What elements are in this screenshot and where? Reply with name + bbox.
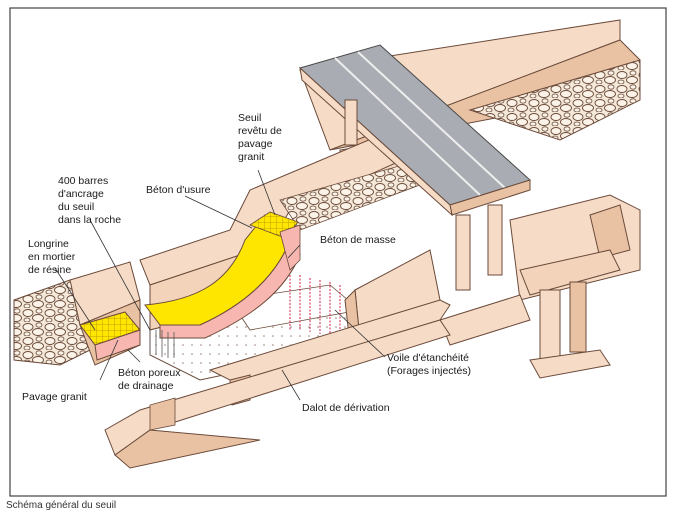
labels: Seuil revêtu de pavage granit 400 barres… (22, 112, 471, 414)
outlet-structure (509, 194, 641, 379)
label-pavage-granit: Pavage granit (22, 391, 87, 403)
label-beton-poreux-1: Béton poreux (118, 367, 181, 379)
picture-border (9, 7, 667, 497)
label-voile-2: (Forages injectés) (387, 365, 471, 377)
granite-paving-block (79, 311, 141, 361)
figure-caption: Schéma général du seuil (6, 500, 117, 511)
left-rock-bank (13, 279, 111, 366)
label-voile-1: Voile d'étanchéité (387, 352, 469, 364)
label-dalot: Dalot de dérivation (302, 402, 390, 414)
label-beton-poreux-2: de drainage (118, 380, 174, 392)
label-beton-masse: Béton de masse (320, 234, 396, 246)
label-barres-1: 400 barres (58, 175, 108, 187)
label-seuil-1: Seuil (238, 112, 261, 124)
label-barres-2: d'ancrage (58, 188, 104, 200)
label-longrine-2: en mortier (28, 251, 76, 263)
label-barres-3: du seuil (58, 201, 94, 213)
label-beton-usure: Béton d'usure (146, 184, 211, 196)
bridge-piers (344, 99, 503, 291)
anchor-bars (149, 330, 175, 358)
grout-curtain (289, 275, 341, 338)
label-longrine-3: de résine (28, 264, 71, 276)
leader-lines (54, 169, 386, 401)
label-seuil-4: granit (238, 151, 264, 163)
label-seuil-2: revêtu de (238, 125, 282, 137)
spillway-crest (144, 211, 301, 339)
front-wall (104, 319, 451, 469)
bridge-deck (299, 44, 531, 217)
label-seuil-3: pavage (238, 138, 273, 150)
label-longrine-1: Longrine (28, 238, 69, 250)
label-barres-4: dans la roche (58, 214, 121, 226)
